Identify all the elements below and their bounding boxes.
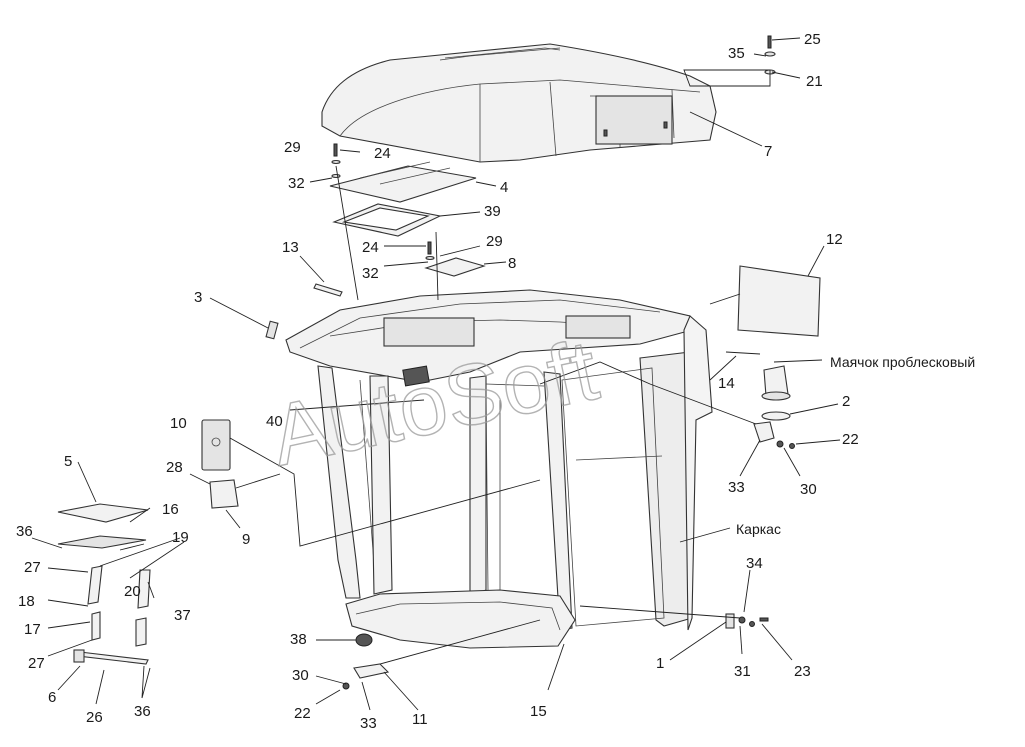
callout-22b: 22 <box>294 705 311 722</box>
callout-21: 21 <box>806 73 823 90</box>
callout-14: 14 <box>718 375 735 392</box>
callout-4: 4 <box>500 179 508 196</box>
cab-frame <box>285 289 713 649</box>
callout-40: 40 <box>266 413 283 430</box>
callout-32a: 32 <box>288 175 305 192</box>
part-5 <box>57 503 149 523</box>
callout-5: 5 <box>64 453 72 470</box>
callout-13: 13 <box>282 239 299 256</box>
part-2 <box>761 411 791 421</box>
frame-label: Каркас <box>736 521 781 537</box>
callout-24a: 24 <box>374 145 391 162</box>
callout-29b: 29 <box>486 233 503 250</box>
part-3 <box>265 320 279 340</box>
beacon-label: Маячок проблесковый <box>830 354 975 370</box>
callout-24b: 24 <box>362 239 379 256</box>
callout-2: 2 <box>842 393 850 410</box>
part-17 <box>91 611 101 641</box>
callout-30b: 30 <box>292 667 309 684</box>
callout-labels: 1 2 3 4 5 6 7 8 9 10 11 12 13 14 15 16 1… <box>16 31 975 732</box>
callout-36b: 36 <box>134 703 151 720</box>
callout-37: 37 <box>174 607 191 624</box>
callout-23: 23 <box>794 663 811 680</box>
part-38 <box>355 633 373 647</box>
part-33-top <box>753 421 775 443</box>
callout-29a: 29 <box>284 139 301 156</box>
callout-27b: 27 <box>28 655 45 672</box>
part-13 <box>313 283 343 297</box>
part-30-top <box>776 440 784 448</box>
part-25 <box>767 35 772 49</box>
part-1 <box>725 613 735 629</box>
callout-27a: 27 <box>24 559 41 576</box>
part-16 <box>57 535 147 549</box>
callout-1: 1 <box>656 655 664 672</box>
callout-11: 11 <box>412 711 428 728</box>
callout-31: 31 <box>734 663 751 680</box>
callout-39: 39 <box>484 203 501 220</box>
callout-18: 18 <box>18 593 35 610</box>
part-6 <box>77 651 149 665</box>
callout-22a: 22 <box>842 431 859 448</box>
callout-20: 20 <box>124 583 141 600</box>
part-14 <box>725 351 761 355</box>
callout-19: 19 <box>172 529 189 546</box>
part-19 <box>137 569 151 609</box>
beacon <box>761 365 791 401</box>
part-9 <box>209 479 239 509</box>
callout-3: 3 <box>194 289 202 306</box>
callout-6: 6 <box>48 689 56 706</box>
cover-plate <box>424 257 486 277</box>
callout-35: 35 <box>728 45 745 62</box>
callout-9: 9 <box>242 531 250 548</box>
callout-38: 38 <box>290 631 307 648</box>
callout-10: 10 <box>170 415 187 432</box>
callout-28: 28 <box>166 459 183 476</box>
callout-15: 15 <box>530 703 547 720</box>
callout-7: 7 <box>764 143 772 160</box>
callout-34: 34 <box>746 555 763 572</box>
callout-12: 12 <box>826 231 843 248</box>
part-10 <box>201 419 231 471</box>
callout-16: 16 <box>162 501 179 518</box>
part-12 <box>737 265 821 337</box>
callout-30a: 30 <box>800 481 817 498</box>
callout-33a: 33 <box>728 479 745 496</box>
callout-25: 25 <box>804 31 821 48</box>
callout-36a: 36 <box>16 523 33 540</box>
leader-lines <box>31 37 841 711</box>
hatch-cover <box>329 161 477 203</box>
callout-33b: 33 <box>360 715 377 732</box>
callout-17: 17 <box>24 621 41 638</box>
callout-26: 26 <box>86 709 103 726</box>
part-18 <box>135 617 147 647</box>
part-11 <box>353 663 390 679</box>
roof-panel <box>321 43 717 163</box>
callout-32b: 32 <box>362 265 379 282</box>
part-20 <box>87 565 103 605</box>
hatch-seal <box>332 203 442 237</box>
callout-8: 8 <box>508 255 516 272</box>
